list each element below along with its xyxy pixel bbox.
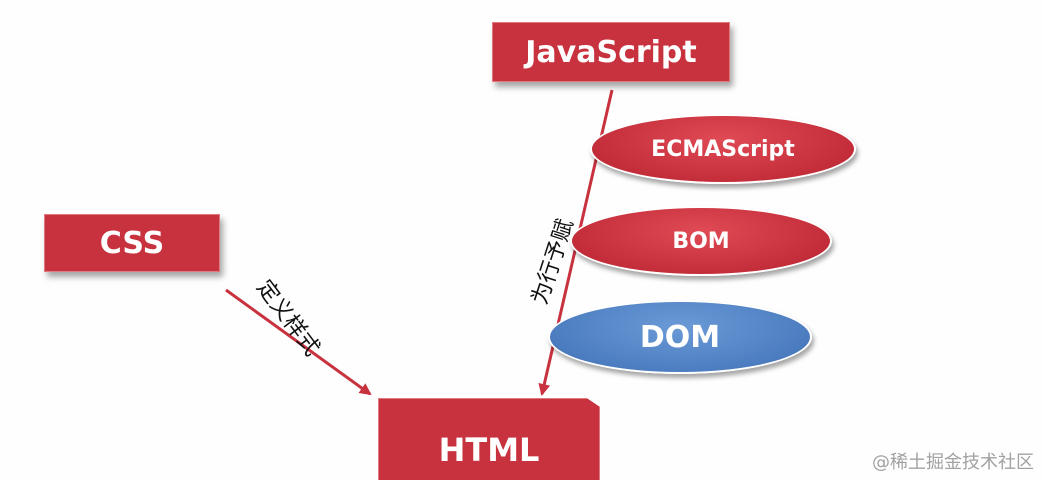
watermark: @稀土掘金技术社区 <box>872 452 1034 473</box>
node-css-label: CSS <box>99 225 165 261</box>
node-css: CSS <box>44 214 220 272</box>
node-ecmascript-label: ECMAScript <box>651 136 795 162</box>
node-html: HTML <box>378 398 600 480</box>
node-javascript: JavaScript <box>492 22 730 82</box>
node-html-label: HTML <box>438 431 540 469</box>
node-javascript-label: JavaScript <box>525 34 697 70</box>
node-bom: BOM <box>570 206 832 276</box>
node-bom-label: BOM <box>672 228 730 254</box>
node-dom-label: DOM <box>639 319 721 355</box>
node-ecmascript: ECMAScript <box>590 114 856 184</box>
arrow-css-to-html <box>225 288 372 396</box>
node-dom: DOM <box>548 300 812 374</box>
